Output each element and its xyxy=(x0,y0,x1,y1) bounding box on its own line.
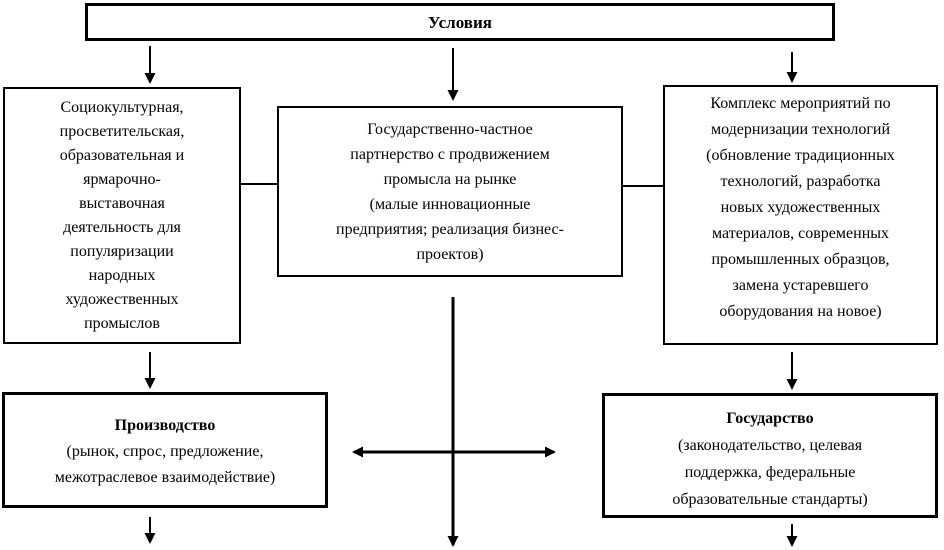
sociocultural-activity-text: Социокультурная, просветительская, образ… xyxy=(59,98,185,332)
public-private-partnership-text: Государственно-частное партнерство с про… xyxy=(336,120,564,263)
conditions-label: Условия xyxy=(428,12,492,32)
production-text: (рынок, спрос, предложение, межотраслево… xyxy=(54,443,276,486)
state-box: Государство (законодательство, целевая п… xyxy=(602,393,938,518)
technology-modernization-box: Комплекс мероприятий по модернизации тех… xyxy=(663,85,938,345)
conditions-box: Условия xyxy=(85,3,835,41)
production-box: Производство (рынок, спрос, предложение,… xyxy=(2,392,328,508)
state-text: (законодательство, целевая поддержка, фе… xyxy=(672,436,868,508)
state-title: Государство xyxy=(726,409,814,427)
technology-modernization-text: Комплекс мероприятий по модернизации тех… xyxy=(706,95,895,320)
sociocultural-activity-box: Социокультурная, просветительская, образ… xyxy=(3,87,241,344)
public-private-partnership-box: Государственно-частное партнерство с про… xyxy=(277,106,623,277)
production-title: Производство xyxy=(114,417,216,434)
